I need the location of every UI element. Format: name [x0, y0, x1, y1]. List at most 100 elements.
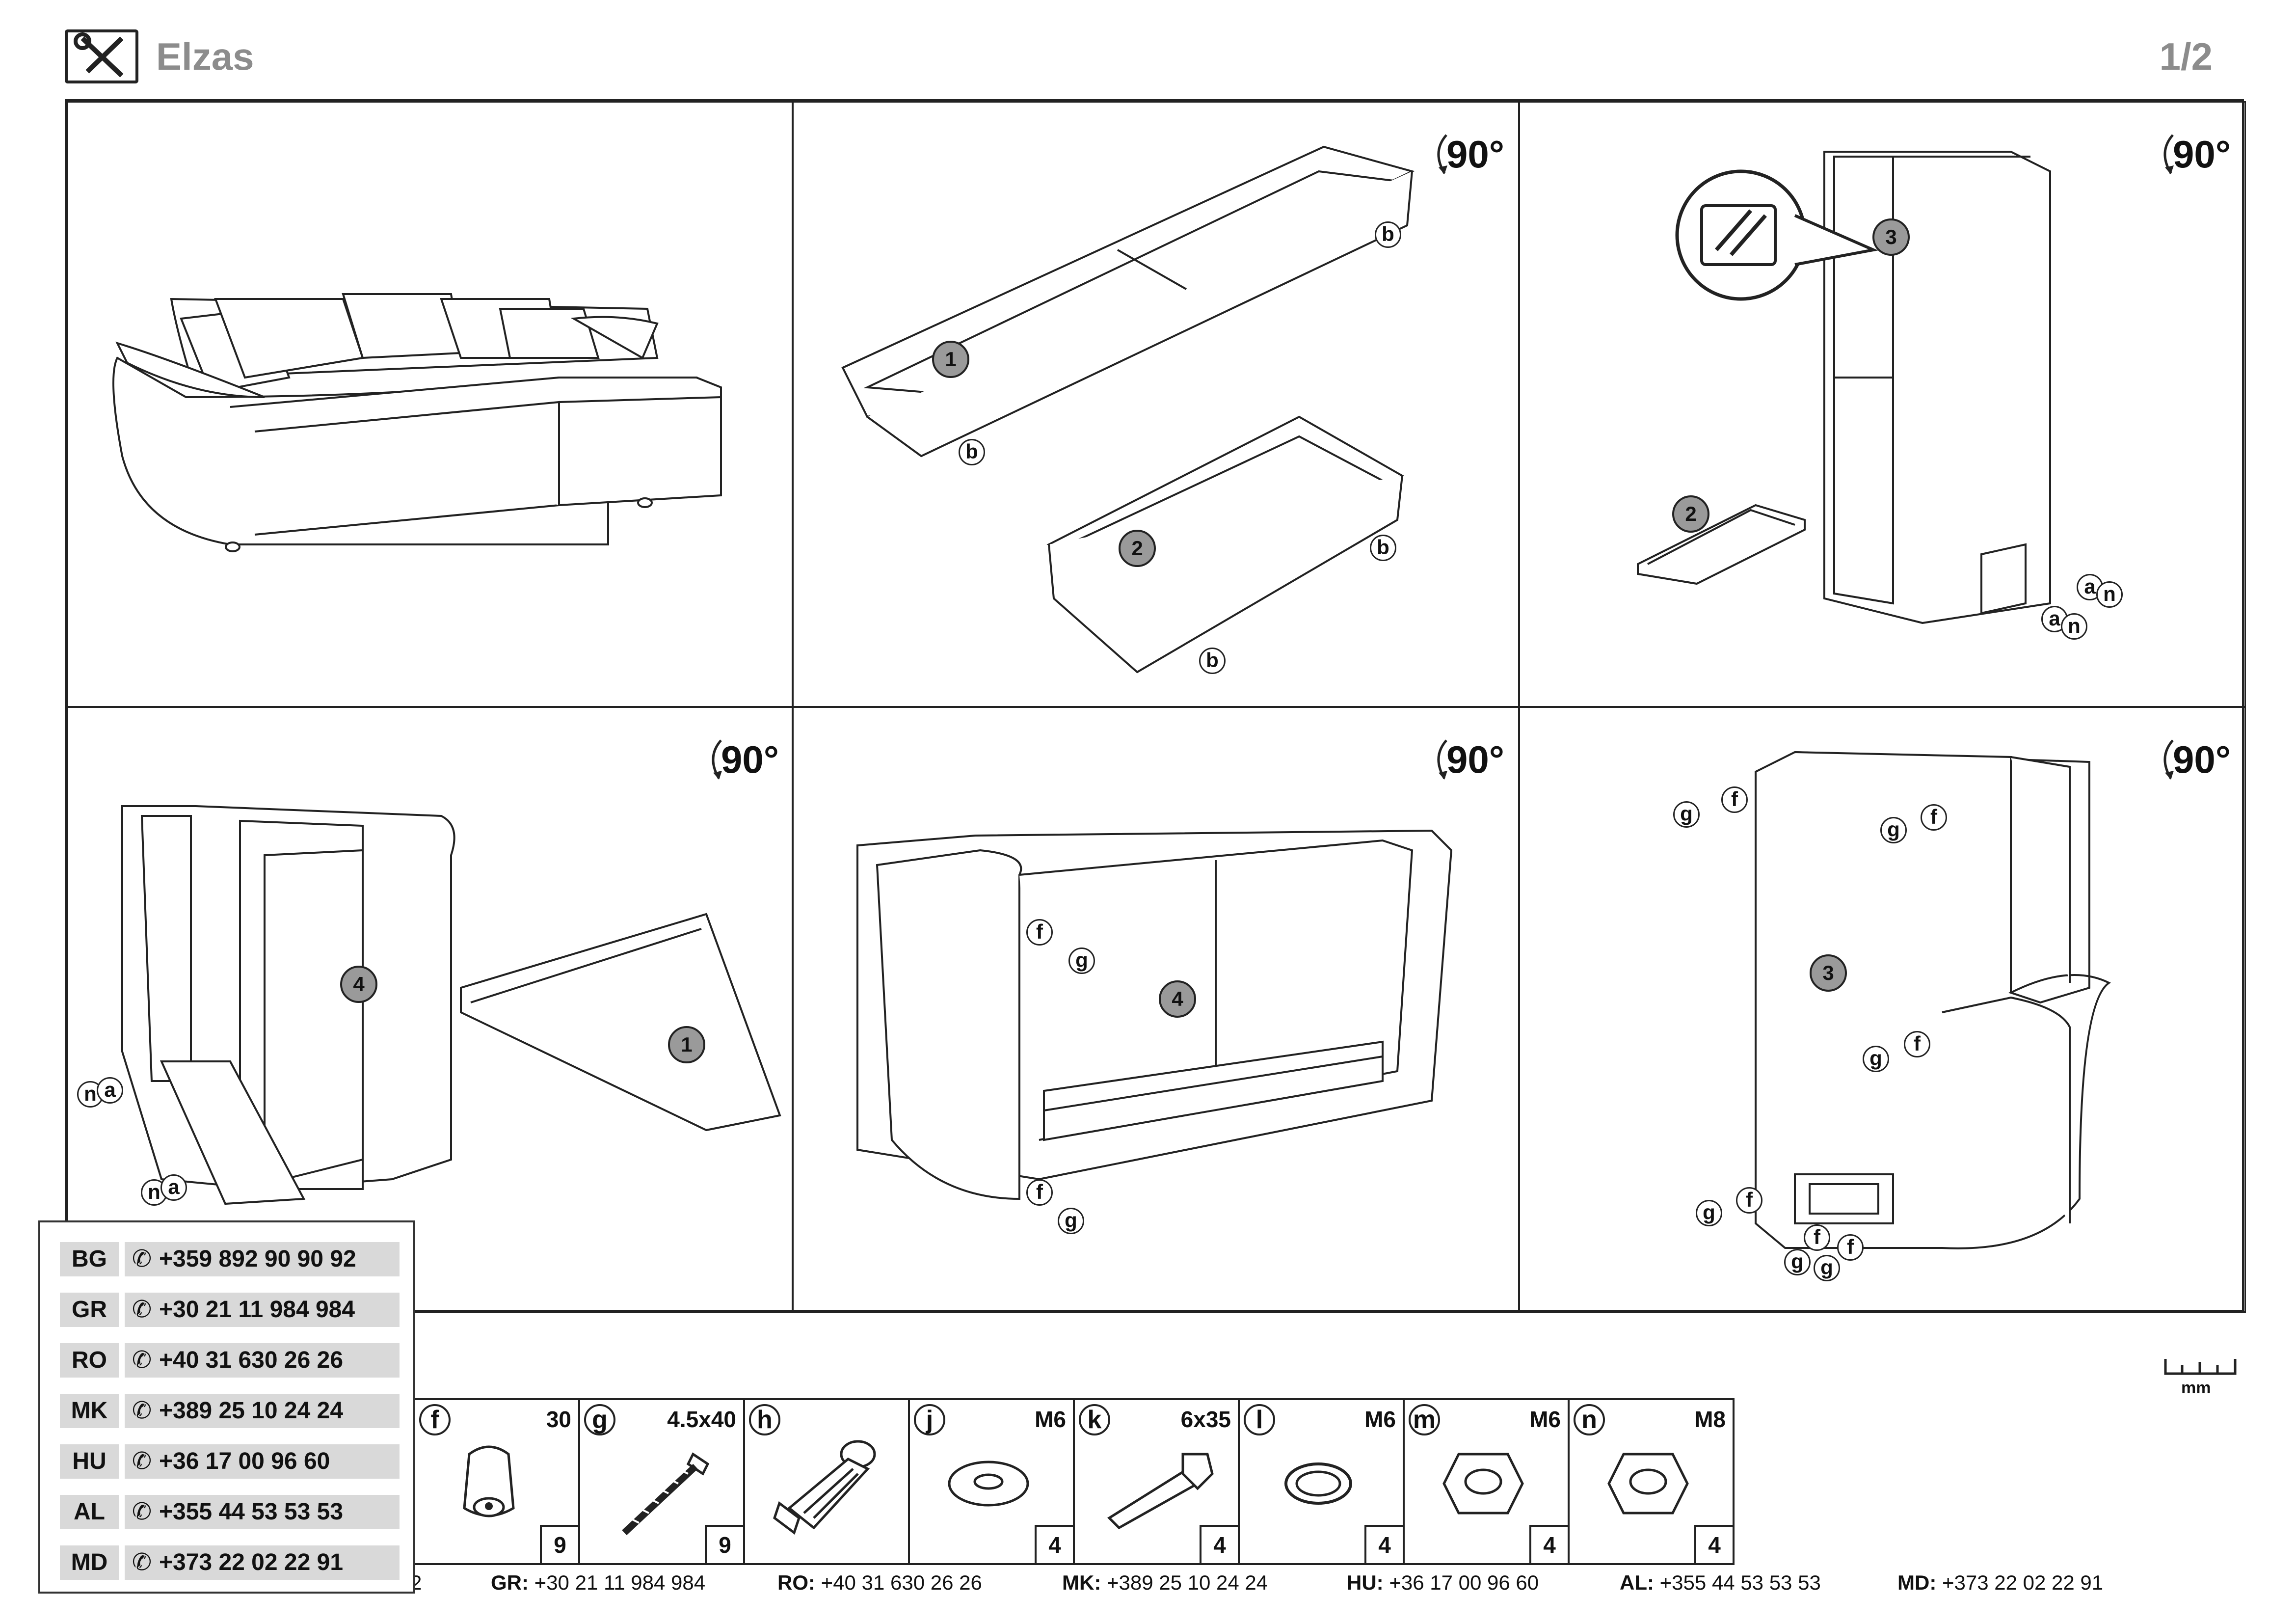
part-k: k 6x35 4 — [1073, 1398, 1240, 1565]
phone-number: +40 31 630 26 26 — [159, 1347, 344, 1373]
screw-icon — [622, 1452, 710, 1536]
ruler-unit: mm — [2181, 1379, 2211, 1397]
hardware-label-b: b — [959, 439, 985, 465]
footer-contact-gr: GR: +30 21 11 984 984 — [491, 1571, 706, 1594]
phone-icon: ✆ — [132, 1549, 152, 1575]
country-code: RO — [60, 1343, 119, 1378]
hardware-label-n: n — [2061, 613, 2087, 640]
country-code: AL — [60, 1495, 119, 1529]
part-letter: h — [749, 1404, 780, 1435]
hardware-label-b: b — [1199, 648, 1226, 674]
hardware-label-b: b — [1375, 221, 1401, 248]
country-code: MD — [60, 1545, 119, 1580]
country-code: MK — [60, 1394, 119, 1428]
part-quantity: 4 — [1200, 1525, 1238, 1563]
part-letter: g — [584, 1404, 615, 1435]
hardware-label-n: n — [141, 1179, 167, 1206]
part-spec: M6 — [1529, 1407, 1561, 1432]
phone-number: +355 44 53 53 53 — [159, 1499, 344, 1525]
part-badge-4: 4 — [1159, 980, 1196, 1018]
phone-icon: ✆ — [132, 1448, 152, 1474]
phone-contacts-box: BG ✆ +359 892 90 90 92 GR ✆ +30 21 11 984 … — [38, 1220, 415, 1594]
assembly-steps-grid: 90° 1 2 b b b b 90° — [65, 99, 2246, 1313]
part-spec: 6x35 — [1180, 1407, 1231, 1432]
hardware-label-g: g — [1696, 1200, 1722, 1226]
nut-icon — [1607, 1453, 1689, 1515]
phone-number: +373 22 02 22 91 — [159, 1549, 344, 1575]
hardware-label-g: g — [1814, 1255, 1840, 1281]
part-quantity: 9 — [540, 1525, 578, 1563]
hardware-label-f: f — [1736, 1187, 1762, 1214]
hardware-label-a: a — [97, 1077, 123, 1104]
hardware-label-g: g — [1058, 1208, 1084, 1234]
phone-icon: ✆ — [132, 1499, 152, 1525]
part-badge-3: 3 — [1872, 218, 1910, 256]
phone-icon: ✆ — [132, 1398, 152, 1424]
rotate-90-icon: 90° — [1437, 132, 1504, 177]
country-code: HU — [60, 1444, 119, 1479]
hardware-label-b: b — [1370, 535, 1396, 561]
part-quantity: 9 — [705, 1525, 743, 1563]
ruler-scale: mm — [2163, 1354, 2237, 1397]
footer-contact-mk: MK: +389 25 10 24 24 — [1062, 1571, 1268, 1594]
part-spec: 30 — [546, 1407, 571, 1432]
ruler-icon — [2164, 1359, 2237, 1375]
step-1-sofa-overview — [67, 101, 793, 707]
part-badge-1: 1 — [668, 1026, 705, 1063]
part-spec: M6 — [1364, 1407, 1396, 1432]
phone-icon: ✆ — [132, 1297, 152, 1323]
rotate-90-icon: 90° — [1437, 737, 1504, 782]
nut-icon — [1442, 1453, 1524, 1515]
hardware-label-g: g — [1863, 1046, 1889, 1072]
part-j: j M6 4 — [908, 1398, 1075, 1565]
hardware-label-g: g — [1673, 801, 1700, 828]
phone-icon: ✆ — [132, 1246, 152, 1272]
part-n: n M8 4 — [1568, 1398, 1735, 1565]
hardware-label-g: g — [1880, 817, 1907, 843]
part-m: m M6 4 — [1403, 1398, 1570, 1565]
step-5-armrest-attach: 90° 4 f g f g — [792, 706, 1520, 1313]
country-code: BG — [60, 1242, 119, 1276]
part-spec: M6 — [1035, 1407, 1066, 1432]
hardware-label-f: f — [1721, 786, 1748, 813]
part-letter: n — [1574, 1404, 1605, 1435]
phone-number: +30 21 11 984 984 — [159, 1297, 355, 1323]
rotate-90-icon: 90° — [2163, 737, 2231, 782]
part-g: g 4.5x40 9 — [578, 1398, 745, 1565]
part-letter: f — [419, 1404, 451, 1435]
part-badge-2: 2 — [1119, 530, 1156, 567]
part-letter: m — [1409, 1404, 1440, 1435]
footer-contact-al: AL: +355 44 53 53 53 — [1620, 1571, 1821, 1594]
step-2-base-frames: 90° 1 2 b b b b — [792, 101, 1520, 707]
rotate-90-icon: 90° — [712, 737, 779, 782]
hinge-mechanism-icon — [773, 1440, 876, 1535]
rotate-90-icon: 90° — [2163, 132, 2231, 177]
hardware-label-f: f — [1026, 1179, 1053, 1206]
phone-number: +389 25 10 24 24 — [159, 1398, 344, 1424]
manual-title: Elzas — [156, 35, 254, 78]
part-spec: M8 — [1694, 1407, 1726, 1432]
page-number: 1/2 — [2159, 35, 2213, 78]
part-quantity: 4 — [1694, 1525, 1733, 1563]
hardware-label-f: f — [1837, 1234, 1864, 1261]
hardware-label-f: f — [1026, 919, 1053, 946]
footer-contact-hu: HU: +36 17 00 96 60 — [1347, 1571, 1539, 1594]
step-6-second-armrest: 90° 3 g f g f g f g f f g g f — [1519, 706, 2246, 1313]
hardware-label-f: f — [1904, 1031, 1930, 1057]
part-quantity: 4 — [1035, 1525, 1073, 1563]
part-badge-1: 1 — [932, 341, 969, 378]
part-spec: 4.5x40 — [667, 1407, 736, 1432]
part-quantity: 4 — [1529, 1525, 1568, 1563]
step-3-side-panel: 90° 3 2 a n a n — [1519, 101, 2246, 707]
country-code: GR — [60, 1293, 119, 1327]
footer-contact-md: MD: +373 22 02 22 91 — [1897, 1571, 2104, 1594]
step-4-back-frame: 90° 4 1 n a n a — [67, 706, 793, 1313]
hardware-label-g: g — [1784, 1249, 1811, 1275]
plastic-foot-icon — [463, 1445, 515, 1517]
phone-number: +36 17 00 96 60 — [159, 1448, 330, 1474]
phone-number: +359 892 90 90 92 — [159, 1246, 356, 1272]
part-letter: j — [914, 1404, 945, 1435]
spring-washer-icon — [1284, 1462, 1352, 1505]
part-letter: l — [1244, 1404, 1275, 1435]
phone-icon: ✆ — [132, 1347, 152, 1373]
